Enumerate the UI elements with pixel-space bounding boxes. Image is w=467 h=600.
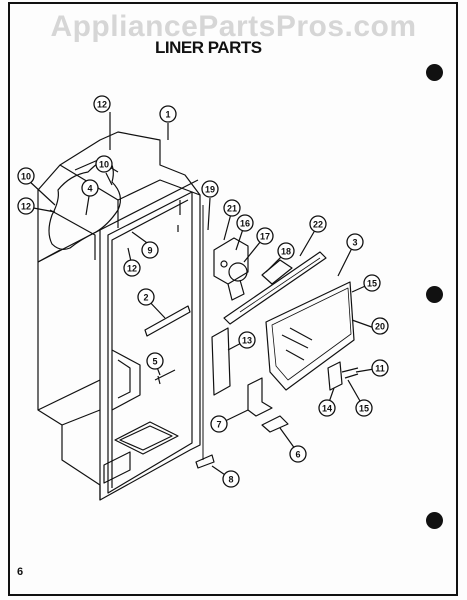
callout-16: 16: [236, 214, 254, 232]
callout-label: 4: [87, 184, 92, 194]
liner-cabinet: [37, 131, 201, 501]
part-mount-bracket: [247, 377, 273, 417]
callout-label: 12: [127, 264, 137, 274]
callout-label: 21: [227, 204, 237, 214]
callout-label: 5: [152, 357, 157, 367]
binder-hole-middle: [426, 286, 443, 303]
callout-22: 22: [309, 215, 327, 233]
callout-10: 10: [95, 155, 113, 173]
part-heater: [261, 259, 293, 285]
callout-6: 6: [289, 445, 307, 463]
watermark: AppliancePartsPros.com: [50, 10, 417, 43]
part-cap: [195, 454, 215, 469]
callout-7: 7: [210, 415, 228, 433]
callout-label: 2: [143, 293, 148, 303]
callout-label: 6: [295, 450, 300, 460]
callout-12: 12: [123, 259, 141, 277]
callout-19: 19: [201, 180, 219, 198]
callout-1: 1: [159, 105, 177, 123]
callout-label: 3: [352, 238, 357, 248]
callout-9: 9: [141, 241, 159, 259]
callout-15: 15: [363, 274, 381, 292]
callout-2: 2: [137, 288, 155, 306]
callout-label: 12: [21, 202, 31, 212]
callout-label: 14: [322, 404, 332, 414]
part-rail: [223, 251, 327, 325]
part-plate: [261, 415, 289, 433]
callout-label: 12: [97, 100, 107, 110]
callout-18: 18: [277, 242, 295, 260]
callout-label: 7: [216, 420, 221, 430]
callout-11: 11: [371, 359, 389, 377]
callout-15: 15: [355, 399, 373, 417]
callout-label: 11: [375, 364, 385, 374]
callout-label: 10: [21, 172, 31, 182]
binder-hole-bottom: [426, 512, 443, 529]
callout-17: 17: [256, 227, 274, 245]
binder-hole-top: [426, 64, 443, 81]
callout-label: 20: [375, 322, 385, 332]
diagram-title: LINER PARTS: [155, 38, 262, 57]
callout-label: 10: [99, 160, 109, 170]
callout-13: 13: [238, 331, 256, 349]
part-fan-motor: [213, 237, 249, 301]
callout-group: 1121010412912192116171822315202513111514…: [17, 95, 389, 488]
callout-label: 8: [228, 475, 233, 485]
callout-label: 16: [240, 219, 250, 229]
part-bracket-small: [327, 361, 343, 391]
callout-12: 12: [17, 197, 35, 215]
page-border: [8, 2, 458, 596]
part-evaporator-cover: [265, 281, 355, 391]
callout-label: 15: [367, 279, 377, 289]
callout-20: 20: [371, 317, 389, 335]
page-number: 6: [17, 566, 24, 578]
callout-14: 14: [318, 399, 336, 417]
part-connector: [341, 367, 359, 379]
callout-label: 17: [260, 232, 270, 242]
callout-10: 10: [17, 167, 35, 185]
callout-label: 1: [165, 110, 170, 120]
callout-21: 21: [223, 199, 241, 217]
callout-5: 5: [146, 352, 164, 370]
callout-12: 12: [93, 95, 111, 113]
callout-4: 4: [81, 179, 99, 197]
callout-label: 22: [313, 220, 323, 230]
callout-label: 13: [242, 336, 252, 346]
part-panel: [211, 327, 231, 396]
callout-label: 9: [147, 246, 152, 256]
callout-3: 3: [346, 233, 364, 251]
part-screw: [154, 369, 176, 385]
callout-label: 15: [359, 404, 369, 414]
callout-label: 19: [205, 185, 215, 195]
part-bracket: [144, 305, 191, 337]
callout-8: 8: [222, 470, 240, 488]
callout-label: 18: [281, 247, 291, 257]
